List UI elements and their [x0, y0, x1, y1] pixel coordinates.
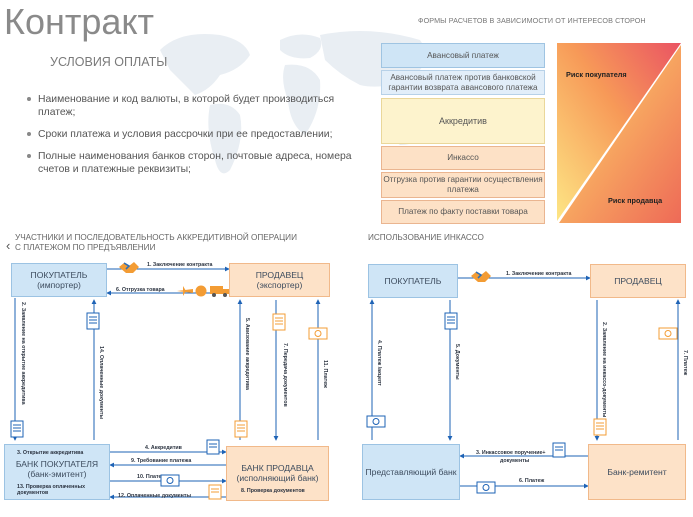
payment-term-item: Наименование и код валюты, в которой буд… [26, 93, 366, 119]
form-advance-vs-guarantee: Авансовый платеж против банковской гаран… [381, 70, 545, 95]
collection-step-3a: 3. Инкассовое поручение+ [476, 450, 546, 456]
form-advance-payment: Авансовый платеж [381, 43, 545, 68]
handshake-icon [471, 271, 491, 282]
blue-document-icon [86, 312, 100, 330]
lc-step-10: 10. Платеж [137, 474, 166, 480]
payment-term-item: Сроки платежа и условия рассрочки при ее… [26, 128, 366, 141]
orange-document-icon [593, 418, 607, 436]
cash-icon [476, 481, 496, 494]
collection-step-5: 5. Документы [454, 344, 460, 380]
presenting-bank-node: Представляющий банк [362, 444, 460, 500]
collection-step-7: 7. Платеж [682, 350, 688, 376]
cash-icon [366, 415, 386, 428]
risk-gradient-graphic [557, 43, 681, 223]
lc-heading-line2: С ПЛАТЕЖОМ ПО ПРЕДЪЯВЛЕНИИ [15, 243, 156, 252]
lc-buyer-bank-node: БАНК ПОКУПАТЕЛЯ (банк-эмитент) [4, 444, 110, 500]
blue-document-icon [10, 420, 24, 438]
payment-forms-heading: ФОРМЫ РАСЧЕТОВ В ЗАВИСИМОСТИ ОТ ИНТЕРЕСО… [418, 16, 646, 25]
lc-seller-bank-node: БАНК ПРОДАВЦА (исполняющий банк) [226, 446, 329, 501]
chevron-left-icon[interactable]: ‹ [6, 238, 11, 253]
lc-step-8: 8. Проверка документов [241, 488, 305, 494]
page-title: Контракт [4, 1, 155, 42]
collection-seller-node: ПРОДАВЕЦ [590, 264, 686, 298]
cash-icon [160, 474, 180, 487]
form-shipment-vs-guarantee: Отгрузка против гарантии осуществления п… [381, 172, 545, 198]
truck-icon [210, 286, 229, 297]
lc-step-13: 13. Проверка оплаченных документов [17, 484, 86, 496]
blue-document-icon [552, 442, 566, 458]
payment-terms-heading: УСЛОВИЯ ОПЛАТЫ [50, 55, 168, 69]
form-payment-on-delivery: Платеж по факту поставки товара [381, 200, 545, 224]
collection-step-4: 4. Платеж /акцепт [376, 340, 382, 386]
blue-document-icon [206, 439, 220, 455]
risk-seller-label: Риск продавца [608, 196, 663, 205]
collection-buyer-node: ПОКУПАТЕЛЬ [368, 264, 458, 298]
collection-step-3b: документы [500, 458, 530, 464]
lc-step-14: 14. Оплаченные документы [98, 346, 104, 420]
remitting-bank-node: Банк-ремитент [588, 444, 686, 500]
lc-step-3: 3. Открытие аккредитива [17, 450, 84, 456]
ship-icon [195, 285, 207, 297]
risk-buyer-label: Риск покупателя [566, 70, 627, 79]
lc-step-7: 7. Передача документов [282, 343, 288, 407]
lc-step-2: 2. Заявление на открытие аккредитива [20, 302, 26, 405]
orange-document-icon [208, 484, 222, 500]
collection-step-2: 2. Заявление на инкассо-документы [601, 322, 607, 418]
payment-term-item: Полные наименования банков сторон, почто… [26, 150, 366, 176]
collection-heading: ИСПОЛЬЗОВАНИЕ ИНКАССО [368, 233, 484, 242]
form-collection: Инкассо [381, 146, 545, 170]
collection-step-6: 6. Платеж [519, 478, 545, 484]
lc-step-1: 1. Заключение контракта [147, 262, 213, 268]
blue-document-icon [444, 312, 458, 330]
lc-step-11: 11. Платеж [322, 360, 328, 388]
airplane-icon [177, 286, 193, 296]
collection-step-1: 1. Заключение контракта [506, 271, 572, 277]
lc-step-12: 12. Оплаченные документы [118, 493, 192, 499]
lc-step-5: 5. Авизование аккредитива [244, 318, 250, 390]
cash-icon [658, 327, 678, 340]
payment-terms-list: Наименование и код валюты, в которой буд… [26, 93, 366, 185]
form-letter-of-credit: Аккредитив [381, 98, 545, 144]
lc-step-9: 9. Требование платежа [131, 458, 192, 464]
lc-buyer-node: ПОКУПАТЕЛЬ (импортер) [11, 263, 107, 297]
orange-document-icon [234, 420, 248, 438]
lc-seller-node: ПРОДАВЕЦ (экспортер) [229, 263, 330, 297]
lc-step-6: 6. Отгрузка товара [116, 287, 165, 293]
lc-step-4: 4. Аккредитив [145, 445, 182, 451]
cash-icon [308, 327, 328, 340]
orange-document-icon [272, 313, 286, 331]
handshake-icon [119, 262, 139, 273]
lc-heading-line1: УЧАСТНИКИ И ПОСЛЕДОВАТЕЛЬНОСТЬ АККРЕДИТИ… [15, 233, 297, 242]
